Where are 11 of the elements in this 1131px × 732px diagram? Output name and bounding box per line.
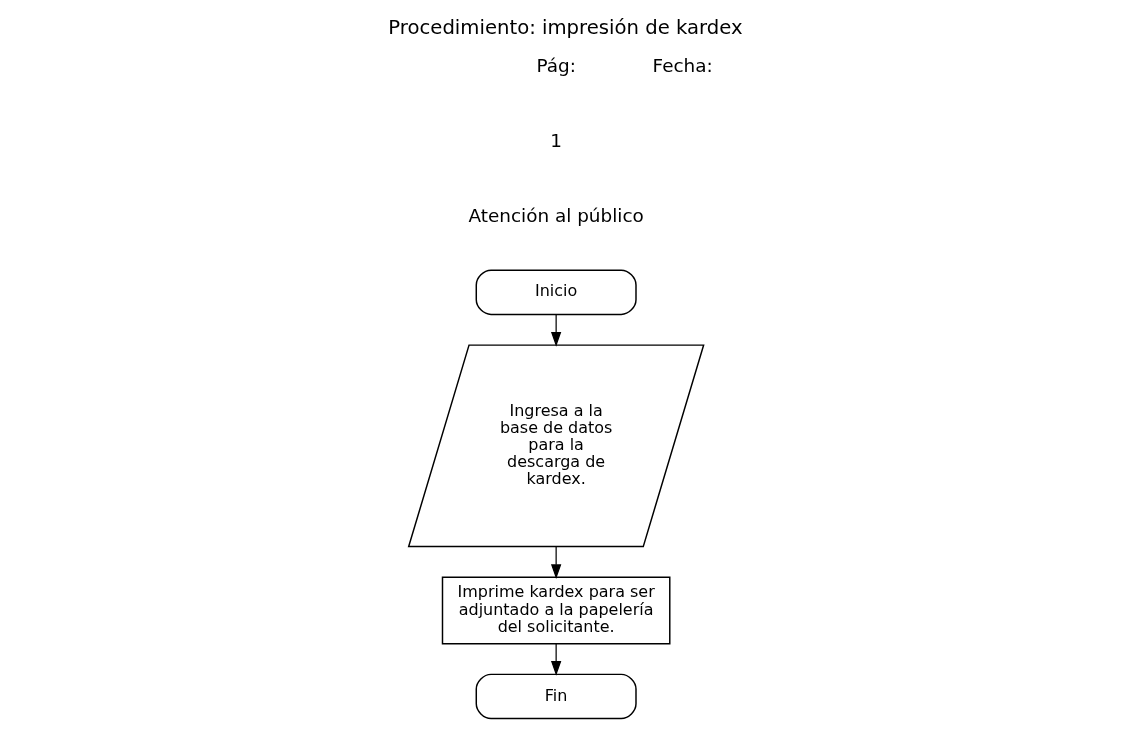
arrow [550, 313, 562, 347]
label: Fecha: [652, 54, 713, 76]
label: 1 [550, 129, 562, 151]
node-box: Inicio [475, 269, 637, 316]
node-box: Imprime kardex para ser adjuntado a la papelería del solicitante. [441, 576, 671, 645]
arrow [550, 546, 562, 580]
diagram-title: Procedimiento: impresión de kardex [388, 16, 743, 40]
node-box: Fin [475, 673, 637, 720]
label: Atención al público [468, 204, 644, 226]
label: Pág: [536, 54, 576, 76]
arrow [550, 643, 562, 676]
